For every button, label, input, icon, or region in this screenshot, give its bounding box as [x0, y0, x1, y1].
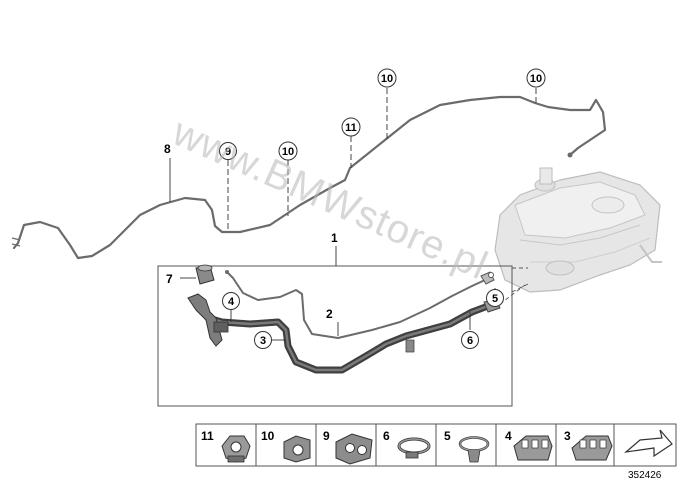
connector-end: [480, 271, 495, 285]
twin-holder-icon: [335, 433, 373, 465]
svg-text:5: 5: [492, 293, 498, 305]
legend-cell-5: 5: [444, 429, 490, 463]
watermark-text: www.BMWstore.pl: [165, 110, 494, 289]
triple-clip-icon: [513, 435, 553, 461]
svg-text:4: 4: [228, 296, 235, 308]
double-clip-icon: [221, 435, 251, 463]
legend-cell-9: 9: [323, 429, 373, 465]
callout-8: 8: [164, 142, 171, 156]
callout-2: 2: [326, 307, 333, 321]
bracket: [187, 293, 229, 347]
legend-cell-6: 6: [383, 429, 431, 459]
direction-arrow-icon: [624, 429, 673, 458]
callout-5: 5: [486, 289, 504, 307]
cap-part-7: [195, 264, 215, 285]
pipe-holder-icon: [283, 435, 311, 463]
svg-text:6: 6: [467, 335, 473, 347]
callout-10-a: 10: [278, 141, 298, 161]
multi-clip-icon: [571, 435, 613, 461]
svg-text:9: 9: [323, 429, 330, 443]
callout-9: 9: [219, 142, 237, 160]
svg-text:4: 4: [505, 429, 512, 443]
callout-1: 1: [331, 231, 338, 245]
svg-text:9: 9: [225, 146, 231, 158]
diagram-id: 352426: [628, 470, 662, 481]
leader-lines-upper: [169, 88, 537, 266]
connector-leaders: [499, 267, 529, 305]
callout-11: 11: [341, 117, 361, 137]
svg-text:11: 11: [345, 122, 357, 134]
svg-text:10: 10: [261, 429, 275, 443]
svg-text:10: 10: [530, 73, 542, 85]
band-clamp-icon: [458, 436, 490, 463]
legend-cell-10: 10: [261, 429, 311, 463]
hose-clamp-icon: [397, 437, 431, 459]
callout-6: 6: [461, 331, 479, 349]
legend-strip: [195, 423, 677, 467]
svg-text:5: 5: [444, 429, 451, 443]
callout-10-c: 10: [526, 68, 546, 88]
fuel-tank: [494, 167, 662, 293]
fuel-line-part-2: [225, 270, 486, 339]
svg-text:10: 10: [282, 146, 294, 158]
callout-4: 4: [222, 292, 240, 310]
callout-7: 7: [166, 272, 173, 286]
callout-10-b: 10: [377, 68, 397, 88]
assembly-frame: [157, 265, 513, 407]
legend-cell-4: 4: [505, 429, 553, 461]
legend-cell-11: 11: [201, 429, 251, 463]
fuel-line-upper-end: [11, 237, 21, 247]
callout-3: 3: [254, 331, 272, 349]
svg-text:11: 11: [201, 429, 214, 443]
svg-text:6: 6: [383, 429, 390, 443]
legend-cell-3: 3: [564, 429, 613, 461]
svg-text:3: 3: [564, 429, 571, 443]
svg-text:3: 3: [260, 335, 266, 347]
svg-text:10: 10: [381, 73, 393, 85]
